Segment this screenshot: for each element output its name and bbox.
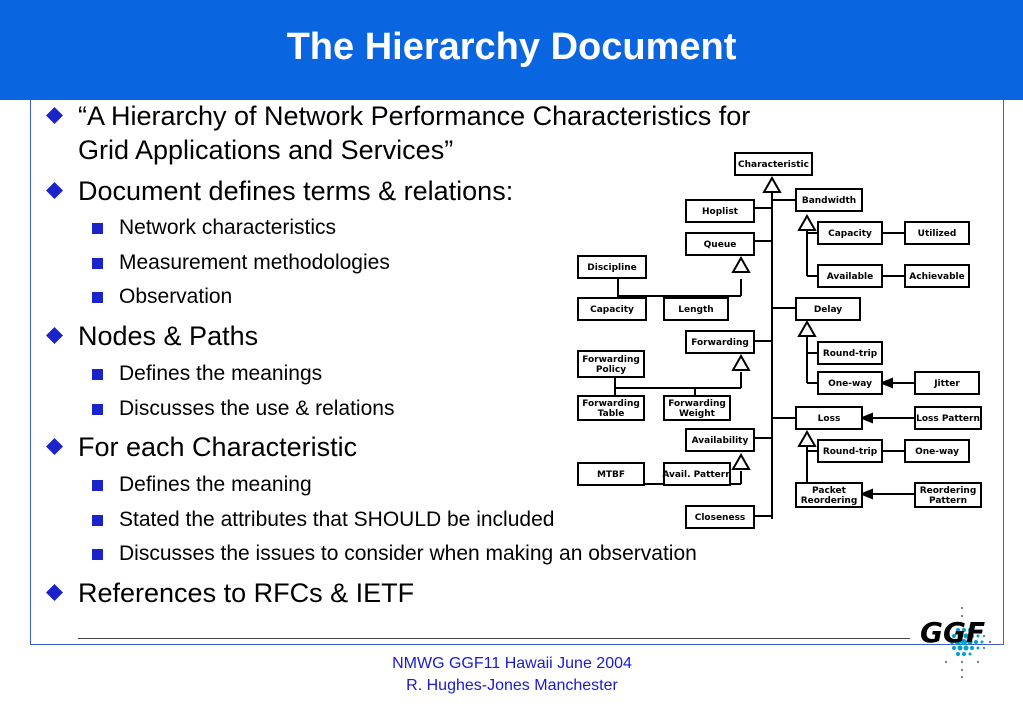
square-bullet-icon (92, 515, 103, 526)
square-bullet-icon (92, 258, 103, 269)
diagram-node-reordering-pattern: Reordering (920, 486, 977, 496)
sub-bullet-text: Discusses the issues to consider when ma… (119, 542, 697, 565)
diagram-node-round-trip: Round-trip (823, 447, 878, 457)
diagram-node-forwarding-weight: Weight (679, 409, 716, 419)
diamond-bullet-icon (46, 327, 63, 344)
square-bullet-icon (92, 549, 103, 560)
diagram-node-capacity: Capacity (590, 305, 634, 315)
diagram-node-one-way: One-way (915, 447, 959, 457)
diagram-node-mtbf: MTBF (597, 470, 625, 480)
diagram-node-one-way: One-way (828, 379, 872, 389)
diagram-node-available: Available (827, 272, 873, 282)
diagram-node-packet-reordering: Packet (812, 486, 847, 496)
bullet-text: Document defines terms & relations: (78, 176, 514, 206)
diagram-node-discipline: Discipline (587, 263, 636, 273)
sub-bullet-text: Discusses the use & relations (119, 397, 395, 420)
square-bullet-icon (92, 480, 103, 491)
ggf-logo-text: GGF (920, 616, 985, 649)
sub-bullet-text: Observation (119, 285, 233, 308)
ggf-logo-icon: GGF (920, 607, 991, 678)
diagram-node-bandwidth: Bandwidth (802, 196, 856, 206)
slide-title: The Hierarchy Document (286, 26, 737, 68)
footer-divider (78, 638, 910, 639)
diamond-bullet-icon (46, 438, 63, 455)
diagram-node-avail-pattern: Avail. Pattern (662, 470, 731, 480)
bullet-text: References to RFCs & IETF (78, 578, 415, 608)
diagram-node-characteristic: Characteristic (738, 160, 809, 170)
sub-bullet-text: Measurement methodologies (119, 251, 390, 274)
bullet-text: Grid Applications and Services” (78, 135, 454, 165)
diagram-node-reordering-pattern: Pattern (929, 496, 967, 506)
square-bullet-icon (92, 404, 103, 415)
diagram-node-delay: Delay (814, 305, 842, 315)
diagram-node-loss: Loss (818, 414, 841, 424)
diamond-bullet-icon (46, 107, 63, 124)
sub-bullet-text: Stated the attributes that SHOULD be inc… (119, 508, 555, 531)
diagram-node-achievable: Achievable (909, 272, 964, 282)
diagram-node-forwarding-policy: Forwarding (582, 355, 640, 365)
square-bullet-icon (92, 369, 103, 380)
diamond-bullet-icon (46, 584, 63, 601)
diagram-node-closeness: Closeness (695, 513, 746, 523)
diagram-node-loss-pattern: Loss Pattern (916, 414, 980, 424)
square-bullet-icon (92, 223, 103, 234)
footer-line-2: R. Hughes-Jones Manchester (406, 677, 618, 694)
footer: NMWG GGF11 Hawaii June 2004 R. Hughes-Jo… (312, 653, 712, 697)
diagram-node-forwarding-weight: Forwarding (668, 399, 726, 409)
diagram-node-availability: Availability (692, 436, 749, 446)
diagram-node-round-trip: Round-trip (823, 349, 878, 359)
hierarchy-diagram: Characteristic Hoplist Bandwidth Queue C… (577, 152, 982, 529)
sub-bullet-text: Defines the meaning (119, 473, 312, 496)
footer-line-1: NMWG GGF11 Hawaii June 2004 (392, 655, 632, 672)
diagram-node-length: Length (678, 305, 713, 315)
square-bullet-icon (92, 292, 103, 303)
sub-bullet-text: Defines the meanings (119, 362, 323, 385)
diagram-node-packet-reordering: Reordering (801, 496, 858, 506)
diamond-bullet-icon (46, 182, 63, 199)
diagram-node-forwarding-policy: Policy (596, 365, 626, 375)
diagram-node-utilized: Utilized (918, 229, 957, 239)
title-bar: The Hierarchy Document (0, 0, 1023, 100)
diagram-node-queue: Queue (704, 240, 737, 250)
diagram-node-hoplist: Hoplist (702, 207, 739, 217)
diagram-node-capacity: Capacity (828, 229, 872, 239)
diagram-node-forwarding-table: Table (598, 409, 625, 419)
diagram-node-jitter: Jitter (933, 379, 960, 389)
diagram-node-forwarding: Forwarding (691, 338, 749, 348)
diagram-node-forwarding-table: Forwarding (582, 399, 640, 409)
slide-frame (30, 100, 1004, 645)
bullet-text: For each Characteristic (78, 432, 358, 462)
bullet-text: Nodes & Paths (78, 321, 259, 351)
sub-bullet-text: Network characteristics (119, 216, 337, 239)
bullet-text: “A Hierarchy of Network Performance Char… (78, 101, 751, 131)
